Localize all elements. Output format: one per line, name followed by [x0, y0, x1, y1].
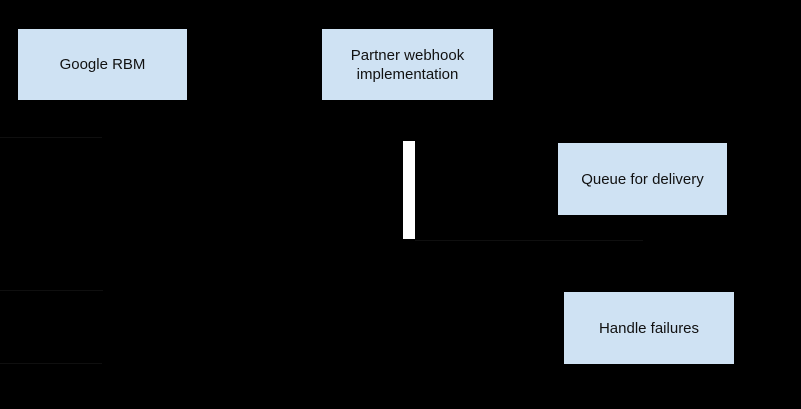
faint-arrow-line-top-left	[0, 137, 102, 138]
queue-for-delivery-node: Queue for delivery	[558, 143, 727, 215]
google-rbm-node: Google RBM	[18, 29, 187, 100]
google-rbm-label: Google RBM	[59, 56, 146, 73]
faint-arrow-line-under-activation	[415, 240, 643, 241]
activation-bar	[403, 141, 415, 239]
faint-arrow-line-bottom-left	[0, 363, 102, 364]
handle-failures-node: Handle failures	[564, 292, 734, 364]
partner-webhook-label: Partner webhook implementation	[350, 46, 465, 83]
faint-arrow-line-middle-left	[0, 290, 103, 291]
queue-for-delivery-label: Queue for delivery	[581, 170, 704, 188]
partner-webhook-node: Partner webhook implementation	[322, 29, 493, 100]
handle-failures-label: Handle failures	[598, 319, 700, 337]
